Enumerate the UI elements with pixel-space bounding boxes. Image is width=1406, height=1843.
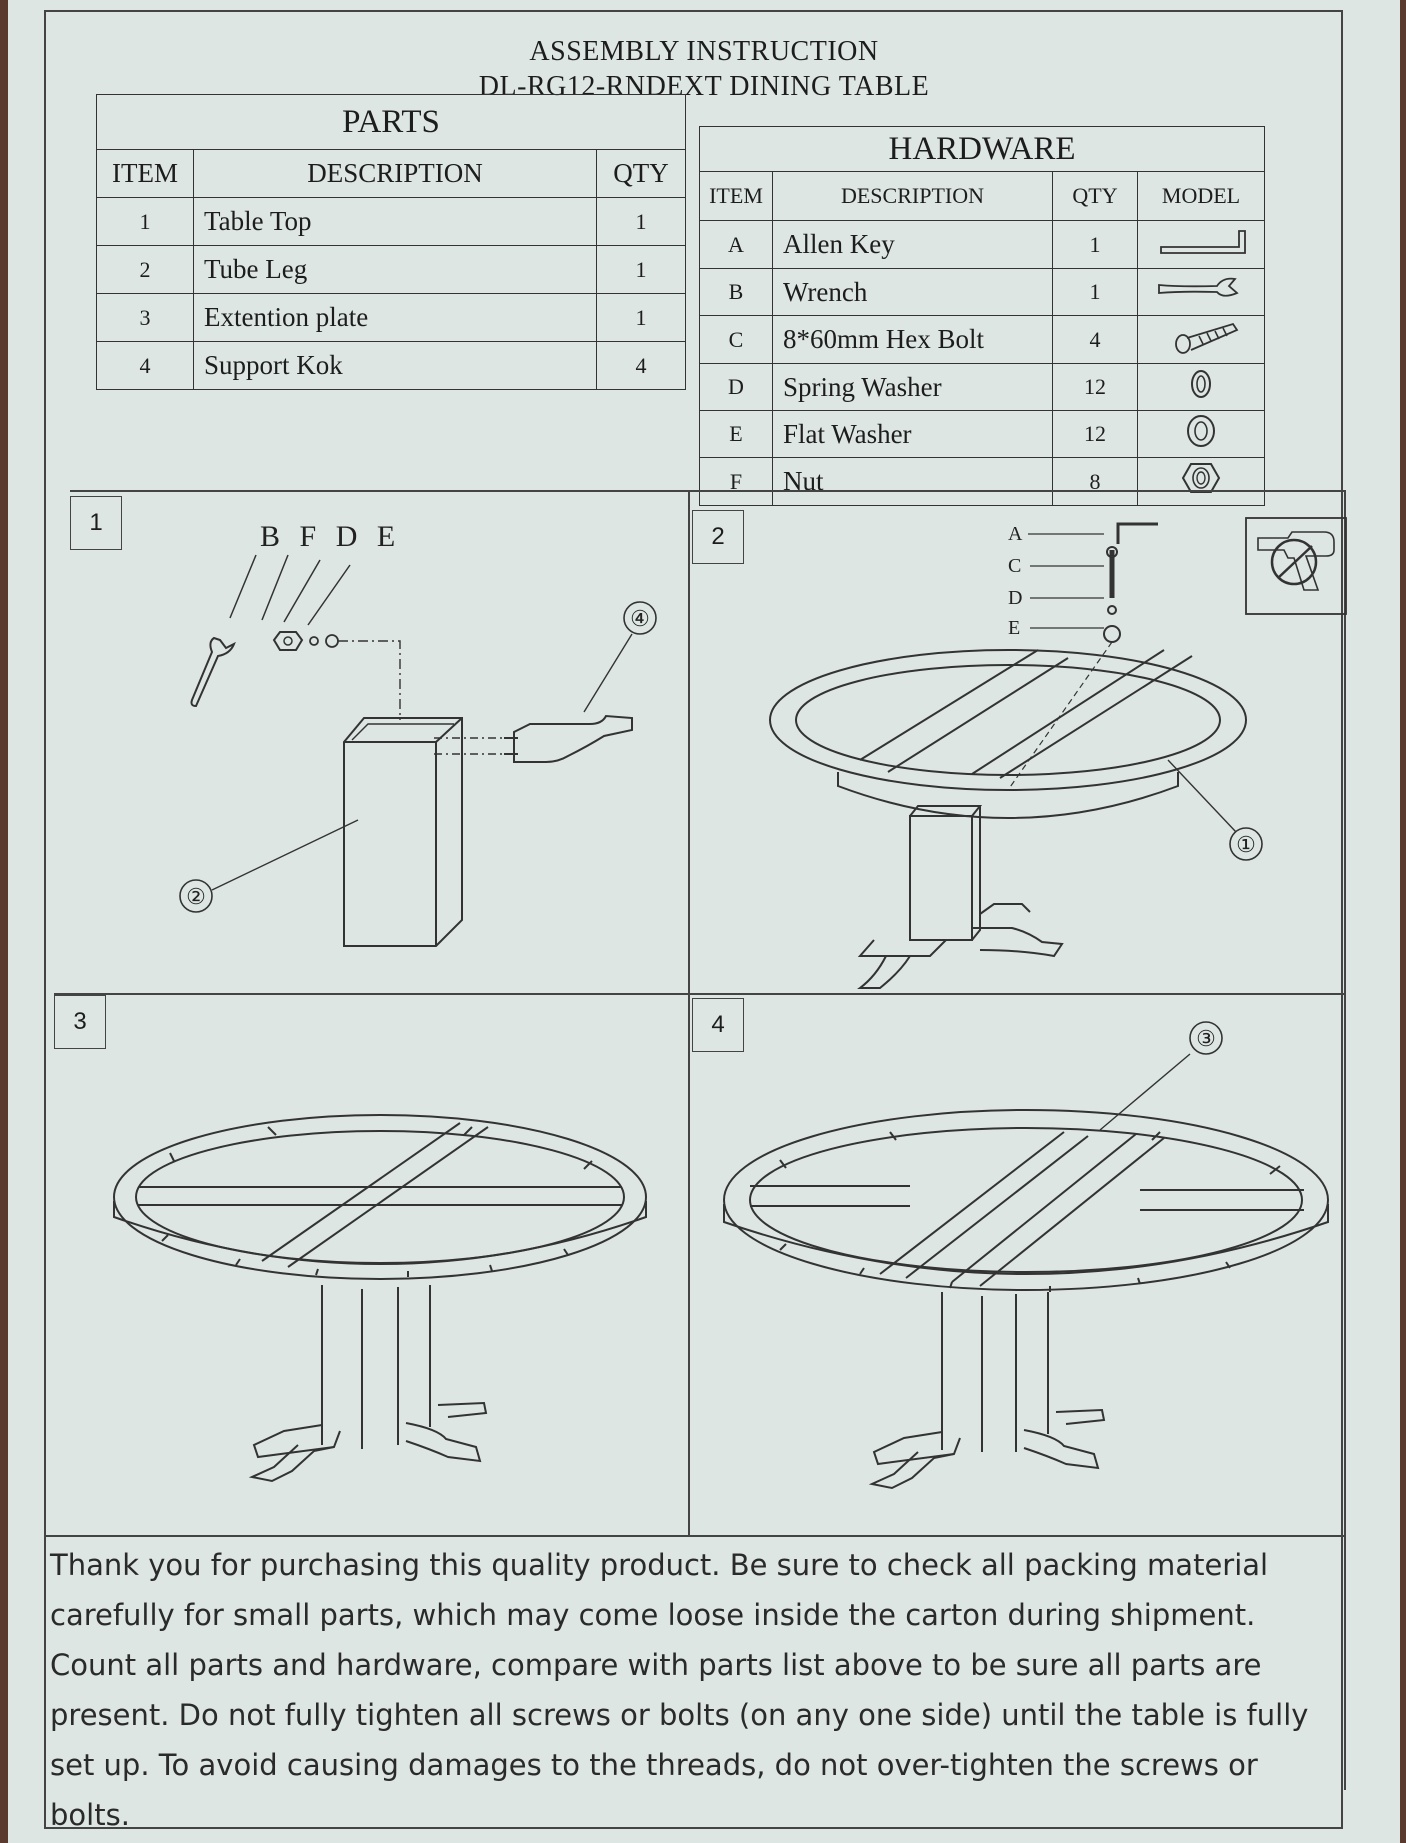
table-row: C 8*60mm Hex Bolt 4 (699, 315, 1265, 364)
hardware-item: B (699, 268, 773, 316)
parts-col-description: DESCRIPTION (193, 149, 597, 198)
parts-item: 4 (96, 341, 194, 390)
parts-item: 3 (96, 293, 194, 342)
hardware-col-item: ITEM (699, 171, 773, 221)
table-top (113, 1114, 647, 1280)
hardware-item: A (699, 220, 773, 269)
hardware-col-qty: QTY (1052, 171, 1138, 221)
hardware-qty: 1 (1052, 268, 1138, 316)
hardware-description: Allen Key (772, 220, 1053, 269)
pedestal-base (868, 1292, 1106, 1490)
parts-item: 2 (96, 245, 194, 294)
hardware-qty: 8 (1052, 457, 1138, 506)
part-callout-1: ① (1236, 832, 1256, 857)
wrench-icon (1137, 268, 1265, 316)
parts-qty: 1 (596, 293, 686, 342)
spring-washer-icon (1107, 605, 1117, 615)
divider (54, 993, 1346, 995)
parts-description: Tube Leg (193, 245, 597, 294)
parts-item: 1 (96, 197, 194, 246)
step-number: 3 (54, 995, 106, 1049)
hardware-qty: 1 (1052, 220, 1138, 269)
hardware-col-model: MODEL (1137, 171, 1265, 221)
divider (46, 1535, 1346, 1537)
table-row: D Spring Washer 12 (699, 363, 1265, 411)
table-top (723, 1109, 1329, 1292)
table-row: B Wrench 1 (699, 268, 1265, 316)
hardware-description: Nut (772, 457, 1053, 506)
hardware-table: HARDWARE ITEM DESCRIPTION QTY MODEL A Al… (699, 126, 1265, 506)
parts-description: Extention plate (193, 293, 597, 342)
label-e: E (1008, 617, 1020, 639)
page-border (44, 10, 1343, 1829)
spring-washer-icon (309, 636, 319, 646)
parts-table-title: PARTS (96, 94, 686, 150)
divider (70, 490, 1345, 492)
table-row: 1 Table Top 1 (96, 197, 686, 246)
parts-description: Table Top (193, 197, 597, 246)
flat-washer-icon (1137, 410, 1265, 458)
table-row: 4 Support Kok 4 (96, 341, 686, 390)
hardware-description: Spring Washer (772, 363, 1053, 411)
table-row: 3 Extention plate 1 (96, 293, 686, 342)
allen-key-icon (1116, 522, 1158, 544)
label-c: C (1008, 555, 1021, 577)
notice-paragraph: Thank you for purchasing this quality pr… (50, 1548, 1309, 1832)
hardware-item: D (699, 363, 773, 411)
flat-washer-icon (1103, 625, 1121, 643)
title-line-1: ASSEMBLY INSTRUCTION (529, 36, 879, 67)
table-row: 2 Tube Leg 1 (96, 245, 686, 294)
hardware-item: E (699, 410, 773, 458)
table-row: E Flat Washer 12 (699, 410, 1265, 458)
label-d: D (1008, 587, 1022, 609)
table-top (769, 649, 1247, 819)
parts-qty: 4 (596, 341, 686, 390)
step-1-hardware-letters: B F D E (260, 520, 401, 553)
nut-icon (272, 631, 304, 651)
hardware-item: F (699, 457, 773, 506)
part-callout-4: ④ (630, 606, 650, 631)
hardware-table-title: HARDWARE (699, 126, 1265, 172)
hardware-description: 8*60mm Hex Bolt (772, 315, 1053, 364)
table-row: F Nut 8 (699, 457, 1265, 506)
step-number: 4 (692, 998, 744, 1052)
step-number: 2 (692, 510, 744, 564)
step-number: 1 (70, 496, 122, 550)
step-3-drawing (113, 1114, 647, 1483)
hardware-col-description: DESCRIPTION (772, 171, 1053, 221)
hardware-qty: 12 (1052, 363, 1138, 411)
hardware-qty: 12 (1052, 410, 1138, 458)
divider (688, 490, 690, 1535)
label-a: A (1008, 523, 1023, 545)
hardware-qty: 4 (1052, 315, 1138, 364)
parts-description: Support Kok (193, 341, 597, 390)
wrench-icon (190, 636, 236, 708)
no-power-drill-icon (1245, 517, 1347, 615)
hex-bolt-icon (1137, 315, 1265, 364)
hardware-description: Flat Washer (772, 410, 1053, 458)
hardware-item: C (699, 315, 773, 364)
parts-col-qty: QTY (596, 149, 686, 198)
flat-washer-icon (325, 634, 339, 648)
spring-washer-icon (1137, 363, 1265, 411)
parts-table: PARTS ITEM DESCRIPTION QTY 1 Table Top 1… (96, 94, 686, 390)
step-2-drawing: A C D E ① (769, 517, 1347, 989)
instruction-sheet: ASSEMBLY INSTRUCTION DL-RG12-RNDEXT DINI… (8, 0, 1400, 1843)
nut-icon (1137, 457, 1265, 506)
pedestal-base (248, 1285, 488, 1483)
part-callout-3: ③ (1196, 1026, 1216, 1051)
table-row: A Allen Key 1 (699, 220, 1265, 269)
step-1-drawing: B F D E ④ ② (179, 520, 657, 947)
hardware-description: Wrench (772, 268, 1053, 316)
support-kok (513, 714, 633, 763)
parts-col-item: ITEM (96, 149, 194, 198)
step-4-drawing: ③ (723, 1021, 1329, 1490)
pedestal-base (857, 805, 1064, 989)
tube-leg (343, 717, 463, 947)
parts-qty: 1 (596, 197, 686, 246)
parts-qty: 1 (596, 245, 686, 294)
part-callout-2: ② (186, 884, 206, 909)
allen-key-icon (1137, 220, 1265, 269)
divider (1344, 490, 1346, 1790)
